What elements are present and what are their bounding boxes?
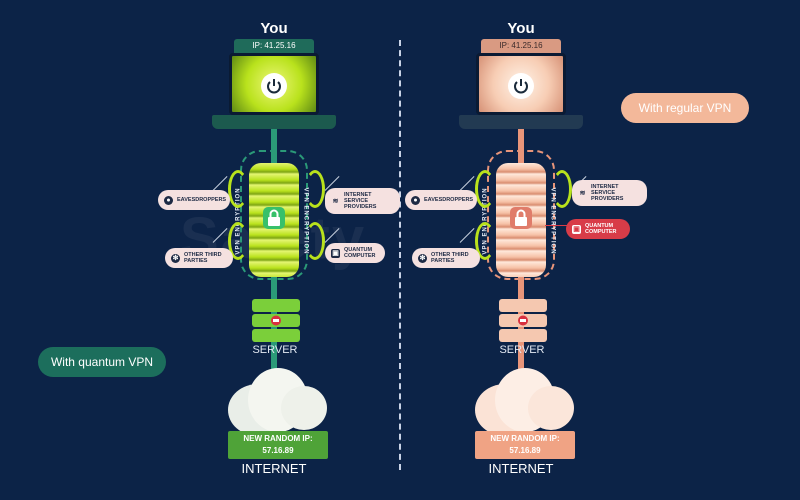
deflect-arrow: [212, 176, 228, 191]
server-unit: [499, 329, 547, 342]
threat-chip-isp: ≋ INTERNET SERVICE PROVIDERS: [325, 188, 400, 214]
you-label: You: [260, 20, 288, 37]
threat-label: INTERNET SERVICE PROVIDERS: [591, 183, 624, 203]
server-unit: [499, 299, 547, 312]
server-unit: [499, 314, 547, 327]
server-label: SERVER: [499, 344, 545, 356]
laptop-screen: [476, 53, 566, 115]
new-ip-label: NEW RANDOM IP:: [490, 434, 560, 443]
threat-label: QUANTUM COMPUTER: [585, 222, 617, 235]
lock-icon: [510, 207, 532, 229]
threat-chip-quantum: ▣ QUANTUM COMPUTER: [325, 243, 385, 263]
server-unit: [252, 299, 300, 312]
threat-label: OTHER THIRD PARTIES: [184, 251, 222, 264]
deflect-arrow: [459, 176, 475, 191]
shield-arc: [475, 170, 495, 208]
new-ip-value: 57.16.89: [262, 446, 294, 455]
server-label: SERVER: [252, 344, 298, 356]
laptop-base: [212, 115, 336, 129]
threat-chip-eavesdroppers: ● EAVESDROPPERS: [158, 190, 230, 210]
power-icon: [261, 73, 287, 99]
shield-arc: [228, 222, 248, 260]
shield-arc: [305, 170, 325, 208]
internet-label: INTERNET: [488, 461, 554, 476]
chip-icon: ▣: [331, 248, 340, 258]
internet-label: INTERNET: [241, 461, 307, 476]
wifi-icon: ≋: [579, 189, 586, 197]
shield-arc: [475, 222, 495, 260]
chip-icon: ▣: [572, 224, 581, 234]
ip-tab: IP: 41.25.16: [481, 39, 561, 53]
vpn-logo-icon: [271, 315, 281, 326]
new-ip-label: NEW RANDOM IP:: [243, 434, 313, 443]
vpn-logo-icon: [518, 315, 528, 326]
spy-icon: ●: [411, 195, 420, 205]
new-ip-box: NEW RANDOM IP: 57.16.89: [228, 431, 328, 459]
server-unit: [252, 314, 300, 327]
breach-arrow: [545, 225, 569, 226]
deflect-arrow: [459, 228, 475, 243]
ip-tab: IP: 41.25.16: [234, 39, 314, 53]
regular-vpn-caption: With regular VPN: [621, 93, 749, 123]
encryption-tunnel: [240, 150, 308, 280]
encryption-tunnel: [487, 150, 555, 280]
threat-label: EAVESDROPPERS: [424, 196, 474, 203]
shield-arc: [305, 222, 325, 260]
threat-label: INTERNET SERVICE PROVIDERS: [344, 191, 377, 211]
threat-chip-third-parties: ✻ OTHER THIRD PARTIES: [412, 248, 480, 268]
center-divider: [399, 40, 401, 470]
threat-chip-eavesdroppers: ● EAVESDROPPERS: [405, 190, 477, 210]
power-icon: [508, 73, 534, 99]
threat-label: QUANTUM COMPUTER: [344, 246, 376, 259]
threat-chip-third-parties: ✻ OTHER THIRD PARTIES: [165, 248, 233, 268]
biohazard-icon: ✻: [171, 253, 180, 263]
new-ip-box: NEW RANDOM IP: 57.16.89: [475, 431, 575, 459]
wifi-icon: ≋: [332, 197, 339, 205]
biohazard-icon: ✻: [418, 253, 427, 263]
threat-chip-quantum: ▣ QUANTUM COMPUTER: [566, 219, 630, 239]
threat-chip-isp: ≋ INTERNET SERVICE PROVIDERS: [572, 180, 647, 206]
you-label: You: [507, 20, 535, 37]
shield-arc: [228, 170, 248, 208]
spy-icon: ●: [164, 195, 173, 205]
laptop-base: [459, 115, 583, 129]
server-unit: [252, 329, 300, 342]
quantum-vpn-caption: With quantum VPN: [38, 347, 166, 377]
laptop-screen: [229, 53, 319, 115]
shield-arc: [552, 170, 572, 208]
threat-label: OTHER THIRD PARTIES: [431, 251, 469, 264]
threat-label: EAVESDROPPERS: [177, 196, 227, 203]
lock-icon: [263, 207, 285, 229]
new-ip-value: 57.16.89: [509, 446, 541, 455]
